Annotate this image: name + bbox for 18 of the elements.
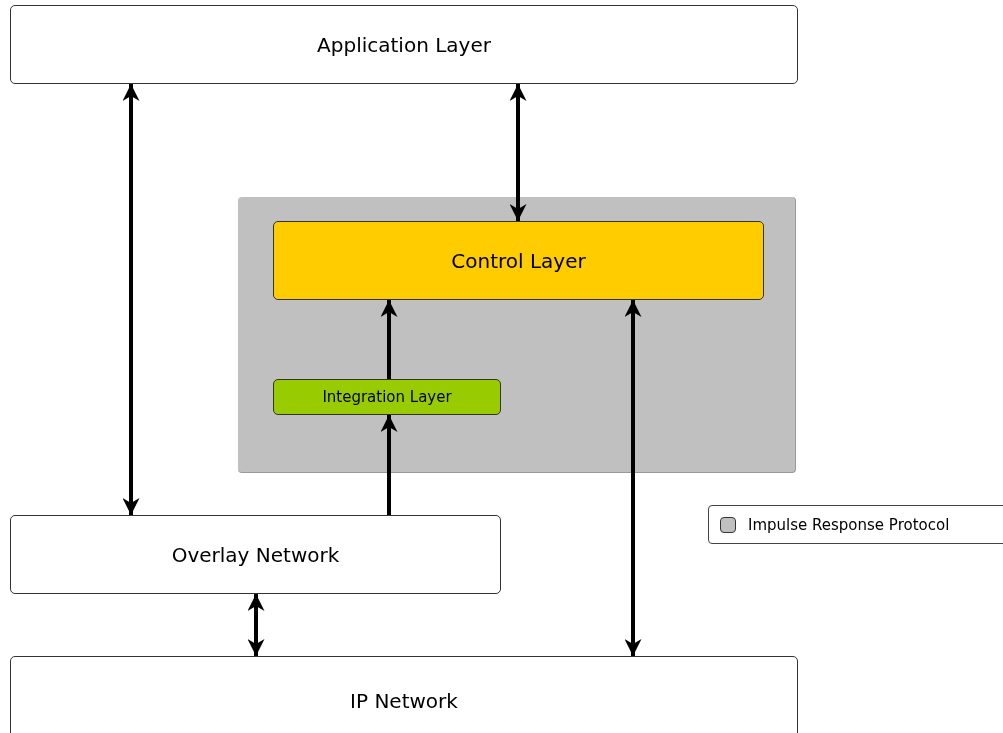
- layer-label: Application Layer: [317, 32, 491, 57]
- layer-label: Overlay Network: [171, 542, 340, 567]
- arrow: [509, 84, 527, 221]
- network-box: [10, 515, 501, 594]
- legend-label: Impulse Response Protocol: [748, 515, 950, 534]
- arrow: [624, 300, 642, 656]
- layer-label: Control Layer: [451, 248, 586, 273]
- arrow: [380, 300, 398, 379]
- layer-box: [273, 379, 501, 415]
- arrow: [247, 594, 265, 656]
- network-box: [10, 656, 798, 733]
- protocol-region: [238, 197, 796, 473]
- layer-box: [273, 221, 764, 300]
- layer-label: IP Network: [350, 689, 458, 713]
- arrow: [380, 415, 398, 515]
- arrow: [122, 84, 140, 515]
- layer-label: Integration Layer: [322, 388, 452, 406]
- layer-box: [10, 5, 798, 84]
